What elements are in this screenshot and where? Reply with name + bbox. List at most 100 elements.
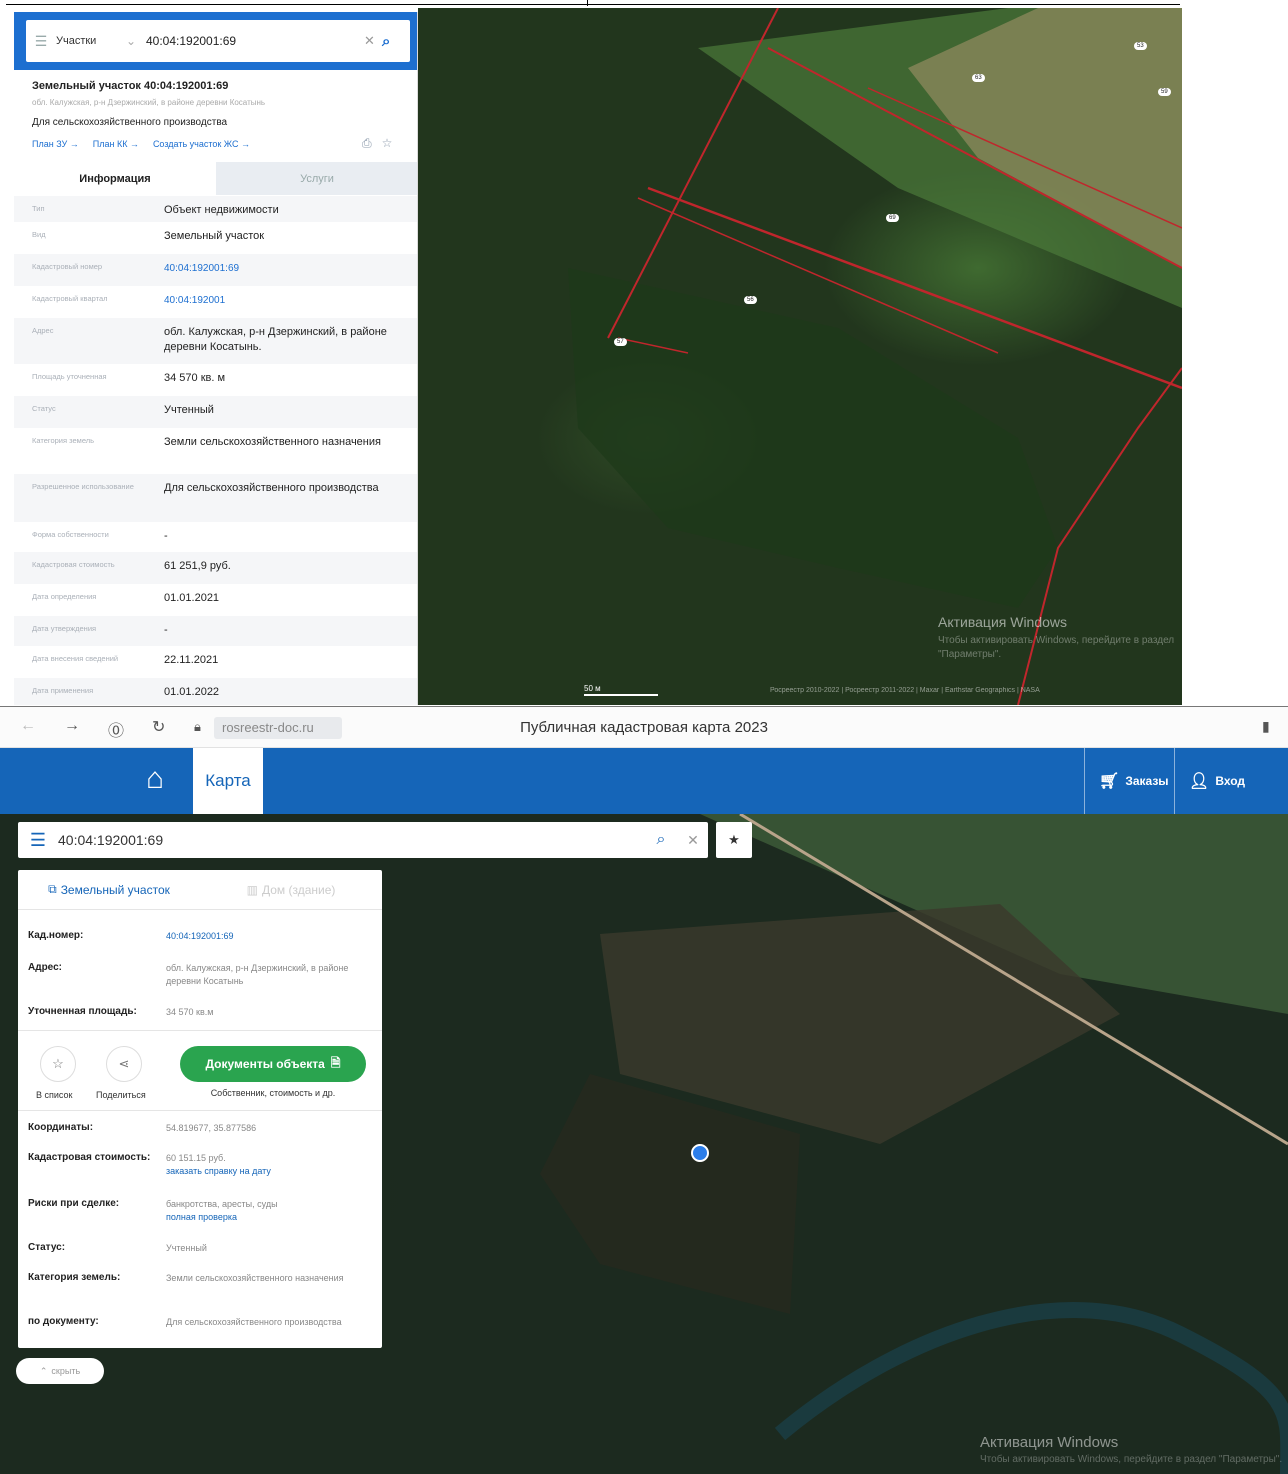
row-value: обл. Калужская, р-н Дзержинский, в район… xyxy=(166,963,349,986)
tab-map[interactable]: Карта xyxy=(193,748,263,814)
lock-icon: 🔒︎ xyxy=(194,719,201,734)
row-address: Адрес: обл. Калужская, р-н Дзержинский, … xyxy=(28,962,378,988)
login-button[interactable]: 👤︎ Вход xyxy=(1174,748,1259,814)
documents-button[interactable]: Документы объекта 🗎︎ xyxy=(180,1046,366,1082)
map-marker-57[interactable]: 57 xyxy=(614,338,627,346)
order-certificate-link[interactable]: заказать справку на дату xyxy=(166,1166,271,1176)
back-icon[interactable]: ← xyxy=(20,717,36,734)
row-value: Учтенный xyxy=(164,404,214,416)
reload-icon[interactable]: ↻ xyxy=(152,719,166,736)
full-check-link[interactable]: полная проверка xyxy=(166,1212,237,1222)
row-value: Объект недвижимости xyxy=(164,204,279,216)
map-scale-label: 50 м xyxy=(584,684,601,693)
search-icon[interactable]: ⌕ xyxy=(656,831,666,848)
orders-button[interactable]: 🛒︎ Заказы xyxy=(1084,748,1183,814)
browser-toolbar: ← → ⓪ ↻ 🔒︎ rosreestr-doc.ru Публичная ка… xyxy=(0,706,1288,748)
link-create-parcel[interactable]: Создать участок ЖС → xyxy=(152,139,251,149)
add-to-list-star-icon[interactable]: ☆ xyxy=(40,1046,76,1082)
row-key: Риски при сделке: xyxy=(28,1198,120,1209)
boundary-line xyxy=(767,47,1182,269)
parcel-links: План ЗУ → План КК → Создать участок ЖС → xyxy=(32,139,250,149)
row-value: 60 151.15 руб. xyxy=(166,1153,226,1163)
windows-watermark: Активация Windows xyxy=(938,614,1068,630)
shield-icon[interactable]: ⓪ xyxy=(108,723,125,740)
row-risks: Риски при сделке: банкротства, аресты, с… xyxy=(28,1198,378,1224)
row-value: Земли сельскохозяйственного назначения xyxy=(166,1273,344,1283)
map-marker-59[interactable]: 59 xyxy=(1158,88,1171,96)
share-label: Поделиться xyxy=(96,1090,146,1100)
windows-watermark-sub: Чтобы активировать Windows, перейдите в … xyxy=(980,1454,1283,1465)
cadastral-number-link[interactable]: 40:04:192001:69 xyxy=(164,263,240,274)
row-key: Дата определения xyxy=(32,592,97,601)
river xyxy=(774,1302,1288,1474)
search-input[interactable]: 40:04:192001:69 xyxy=(146,34,237,48)
bookmark-icon[interactable]: ▮ xyxy=(1262,718,1270,734)
chevron-down-icon[interactable]: ⌄ xyxy=(126,34,137,48)
row-key: по документу: xyxy=(28,1316,99,1327)
table-row: Кадастровый квартал 40:04:192001 xyxy=(14,286,417,318)
link-plan-kk[interactable]: План КК → xyxy=(92,139,139,149)
link-plan-zu[interactable]: План ЗУ → xyxy=(32,139,79,149)
row-value: Учтенный xyxy=(166,1243,207,1253)
menu-icon[interactable]: ☰ xyxy=(29,829,47,850)
share-icon[interactable]: ⋖ xyxy=(106,1046,142,1082)
map-marker-56[interactable]: 56 xyxy=(744,296,757,304)
search-icon[interactable]: ⌕ xyxy=(382,32,391,50)
star-icon[interactable]: ☆ xyxy=(381,136,393,150)
favorite-star-icon[interactable]: ★ xyxy=(716,822,752,858)
top-tick xyxy=(587,0,588,6)
search-input[interactable]: 40:04:192001:69 xyxy=(58,832,164,848)
row-key: Кадастровый квартал xyxy=(32,294,108,303)
satellite-map-bottom[interactable]: ☰ 40:04:192001:69 ⌕ ✕ ★ ⧉ Земельный учас… xyxy=(0,814,1288,1474)
app-header: ⌂ Карта 🛒︎ Заказы 👤︎ Вход xyxy=(0,748,1288,814)
row-category: Категория земель: Земли сельскохозяйстве… xyxy=(28,1272,378,1285)
row-key: Вид xyxy=(32,230,46,239)
tab-services[interactable]: Услуги xyxy=(216,162,417,195)
address-bar[interactable]: rosreestr-doc.ru xyxy=(214,717,342,739)
search-bar: ☰ Участки ⌄ 40:04:192001:69 ✕ ⌕ ‹ xyxy=(14,12,417,70)
object-card: ⧉ Земельный участок ▥ Дом (здание) Кад.н… xyxy=(18,870,382,1348)
tab-parcel[interactable]: ⧉ Земельный участок xyxy=(18,870,200,909)
print-icon[interactable]: ⎙ xyxy=(362,136,372,150)
cadastral-number-link[interactable]: 40:04:192001:69 xyxy=(166,931,234,941)
row-key: Форма собственности xyxy=(32,530,109,539)
row-area: Уточненная площадь: 34 570 кв.м xyxy=(28,1006,378,1019)
clear-icon[interactable]: ✕ xyxy=(364,33,375,48)
parcel-actions: ⎙ ☆ xyxy=(362,136,392,151)
clear-icon[interactable]: ✕ xyxy=(687,831,699,848)
parcel-title: Земельный участок 40:04:192001:69 xyxy=(32,80,229,92)
hide-panel-button[interactable]: ⌃ скрыть xyxy=(16,1358,104,1384)
tab-information[interactable]: Информация xyxy=(14,162,216,195)
parcel-address: обл. Калужская, р-н Дзержинский, в район… xyxy=(32,98,266,107)
search-box[interactable]: ☰ Участки ⌄ 40:04:192001:69 ✕ ⌕ xyxy=(26,20,410,62)
search-type-select[interactable]: Участки xyxy=(56,35,97,47)
boundary-line xyxy=(617,337,689,354)
documents-label: Документы объекта xyxy=(205,1057,325,1071)
info-tabs: Информация Услуги xyxy=(14,162,417,195)
tab-building[interactable]: ▥ Дом (здание) xyxy=(200,870,382,909)
satellite-map-top[interactable]: 53 63 69 56 57 59 xyxy=(418,8,1182,705)
row-key: Адрес: xyxy=(28,962,62,973)
tab-building-label: Дом (здание) xyxy=(261,882,336,897)
menu-icon[interactable]: ☰ xyxy=(34,32,48,49)
row-value: банкротства, аресты, суды xyxy=(166,1199,278,1209)
forward-icon[interactable]: → xyxy=(64,717,80,734)
search-box[interactable]: ☰ 40:04:192001:69 ⌕ ✕ xyxy=(18,822,708,858)
home-icon[interactable]: ⌂ xyxy=(146,762,165,795)
row-status: Статус: Учтенный xyxy=(28,1242,378,1255)
row-value: Для сельскохозяйственного производства xyxy=(164,482,379,494)
map-marker-53[interactable]: 53 xyxy=(1134,42,1147,50)
location-pin[interactable] xyxy=(691,1144,709,1162)
cadastral-quarter-link[interactable]: 40:04:192001 xyxy=(164,295,226,306)
map-marker-69[interactable]: 69 xyxy=(886,214,899,222)
row-key: Площадь уточненная xyxy=(32,372,107,381)
row-key: Координаты: xyxy=(28,1122,94,1133)
map-marker-63[interactable]: 63 xyxy=(972,74,985,82)
